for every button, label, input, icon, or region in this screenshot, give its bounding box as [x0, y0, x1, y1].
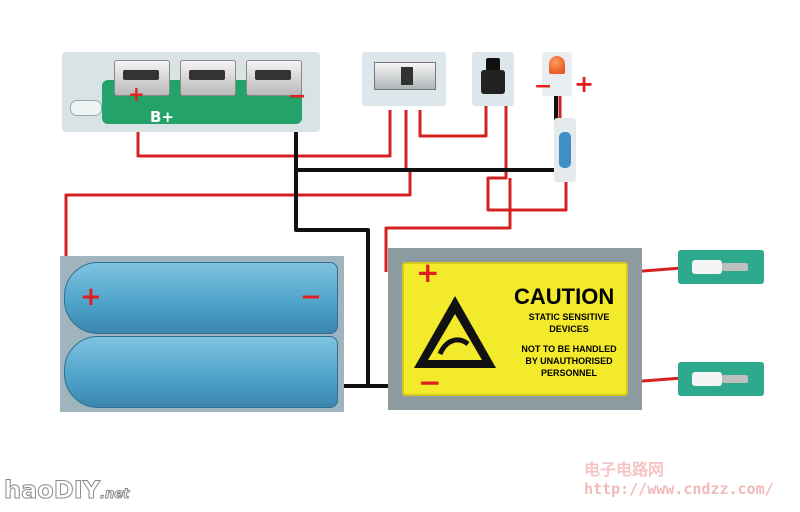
- resistor-icon: [554, 118, 576, 182]
- module-line-5: PERSONNEL: [540, 368, 597, 378]
- switch-knob: [401, 67, 413, 85]
- pcb-label: B+: [150, 108, 175, 126]
- watermark-left-suffix: .net: [99, 487, 130, 503]
- output-plug-icon: [678, 250, 764, 284]
- module-line-4: BY UNAUTHORISED: [525, 356, 613, 366]
- button-cap: [486, 58, 500, 72]
- button-body: [481, 70, 505, 94]
- plug-body: [692, 372, 722, 386]
- usb-port-icon: [246, 60, 302, 96]
- usb-port-icon: [114, 60, 170, 96]
- battery-cell-top: [64, 262, 338, 334]
- led-positive-sign: +: [574, 70, 595, 98]
- module-positive-wire: [384, 178, 512, 272]
- pcb-positive-sign: +: [128, 82, 145, 106]
- watermark-site-name: 电子电路网: [584, 460, 665, 479]
- push-button-icon: [472, 52, 514, 106]
- led-lens: [549, 56, 565, 74]
- plug-pin: [722, 263, 748, 271]
- module-line-2: DEVICES: [549, 324, 589, 334]
- caution-title: CAUTION: [514, 284, 615, 309]
- slide-switch-icon: [362, 52, 446, 106]
- module-line-1: STATIC SENSITIVE: [528, 312, 610, 322]
- output-plug-icon: [678, 362, 764, 396]
- power-bank-pcb: B+: [62, 52, 320, 132]
- pcb-negative-wire: [294, 118, 370, 386]
- battery-cell-bottom: [64, 336, 338, 408]
- led-icon: [542, 52, 572, 96]
- plug-body: [692, 260, 722, 274]
- watermark-left-main: haoDIY: [4, 476, 101, 505]
- module-positive-sign: +: [416, 256, 440, 289]
- button-to-module-wire: [486, 100, 568, 212]
- watermark-site-url: http://www.cndzz.com/: [584, 480, 774, 498]
- switch-to-button-wire: [418, 100, 488, 138]
- watermark-left: haoDIY.net: [4, 476, 130, 505]
- pcb-negative-sign: −: [288, 84, 307, 109]
- battery-negative-sign: −: [300, 282, 322, 312]
- led-negative-sign: −: [534, 74, 553, 99]
- white-led-icon: [70, 100, 102, 116]
- module-line-3: NOT TO BE HANDLED: [521, 344, 617, 354]
- plug-pin: [722, 375, 748, 383]
- resistor-body: [559, 132, 571, 168]
- switch-body: [374, 62, 436, 90]
- module-negative-sign: −: [418, 366, 442, 399]
- usb-port-icon: [180, 60, 236, 96]
- esd-warning-icon: [414, 296, 496, 368]
- battery-positive-sign: +: [80, 282, 102, 312]
- pcb-positive-to-switch-wire: [136, 110, 392, 158]
